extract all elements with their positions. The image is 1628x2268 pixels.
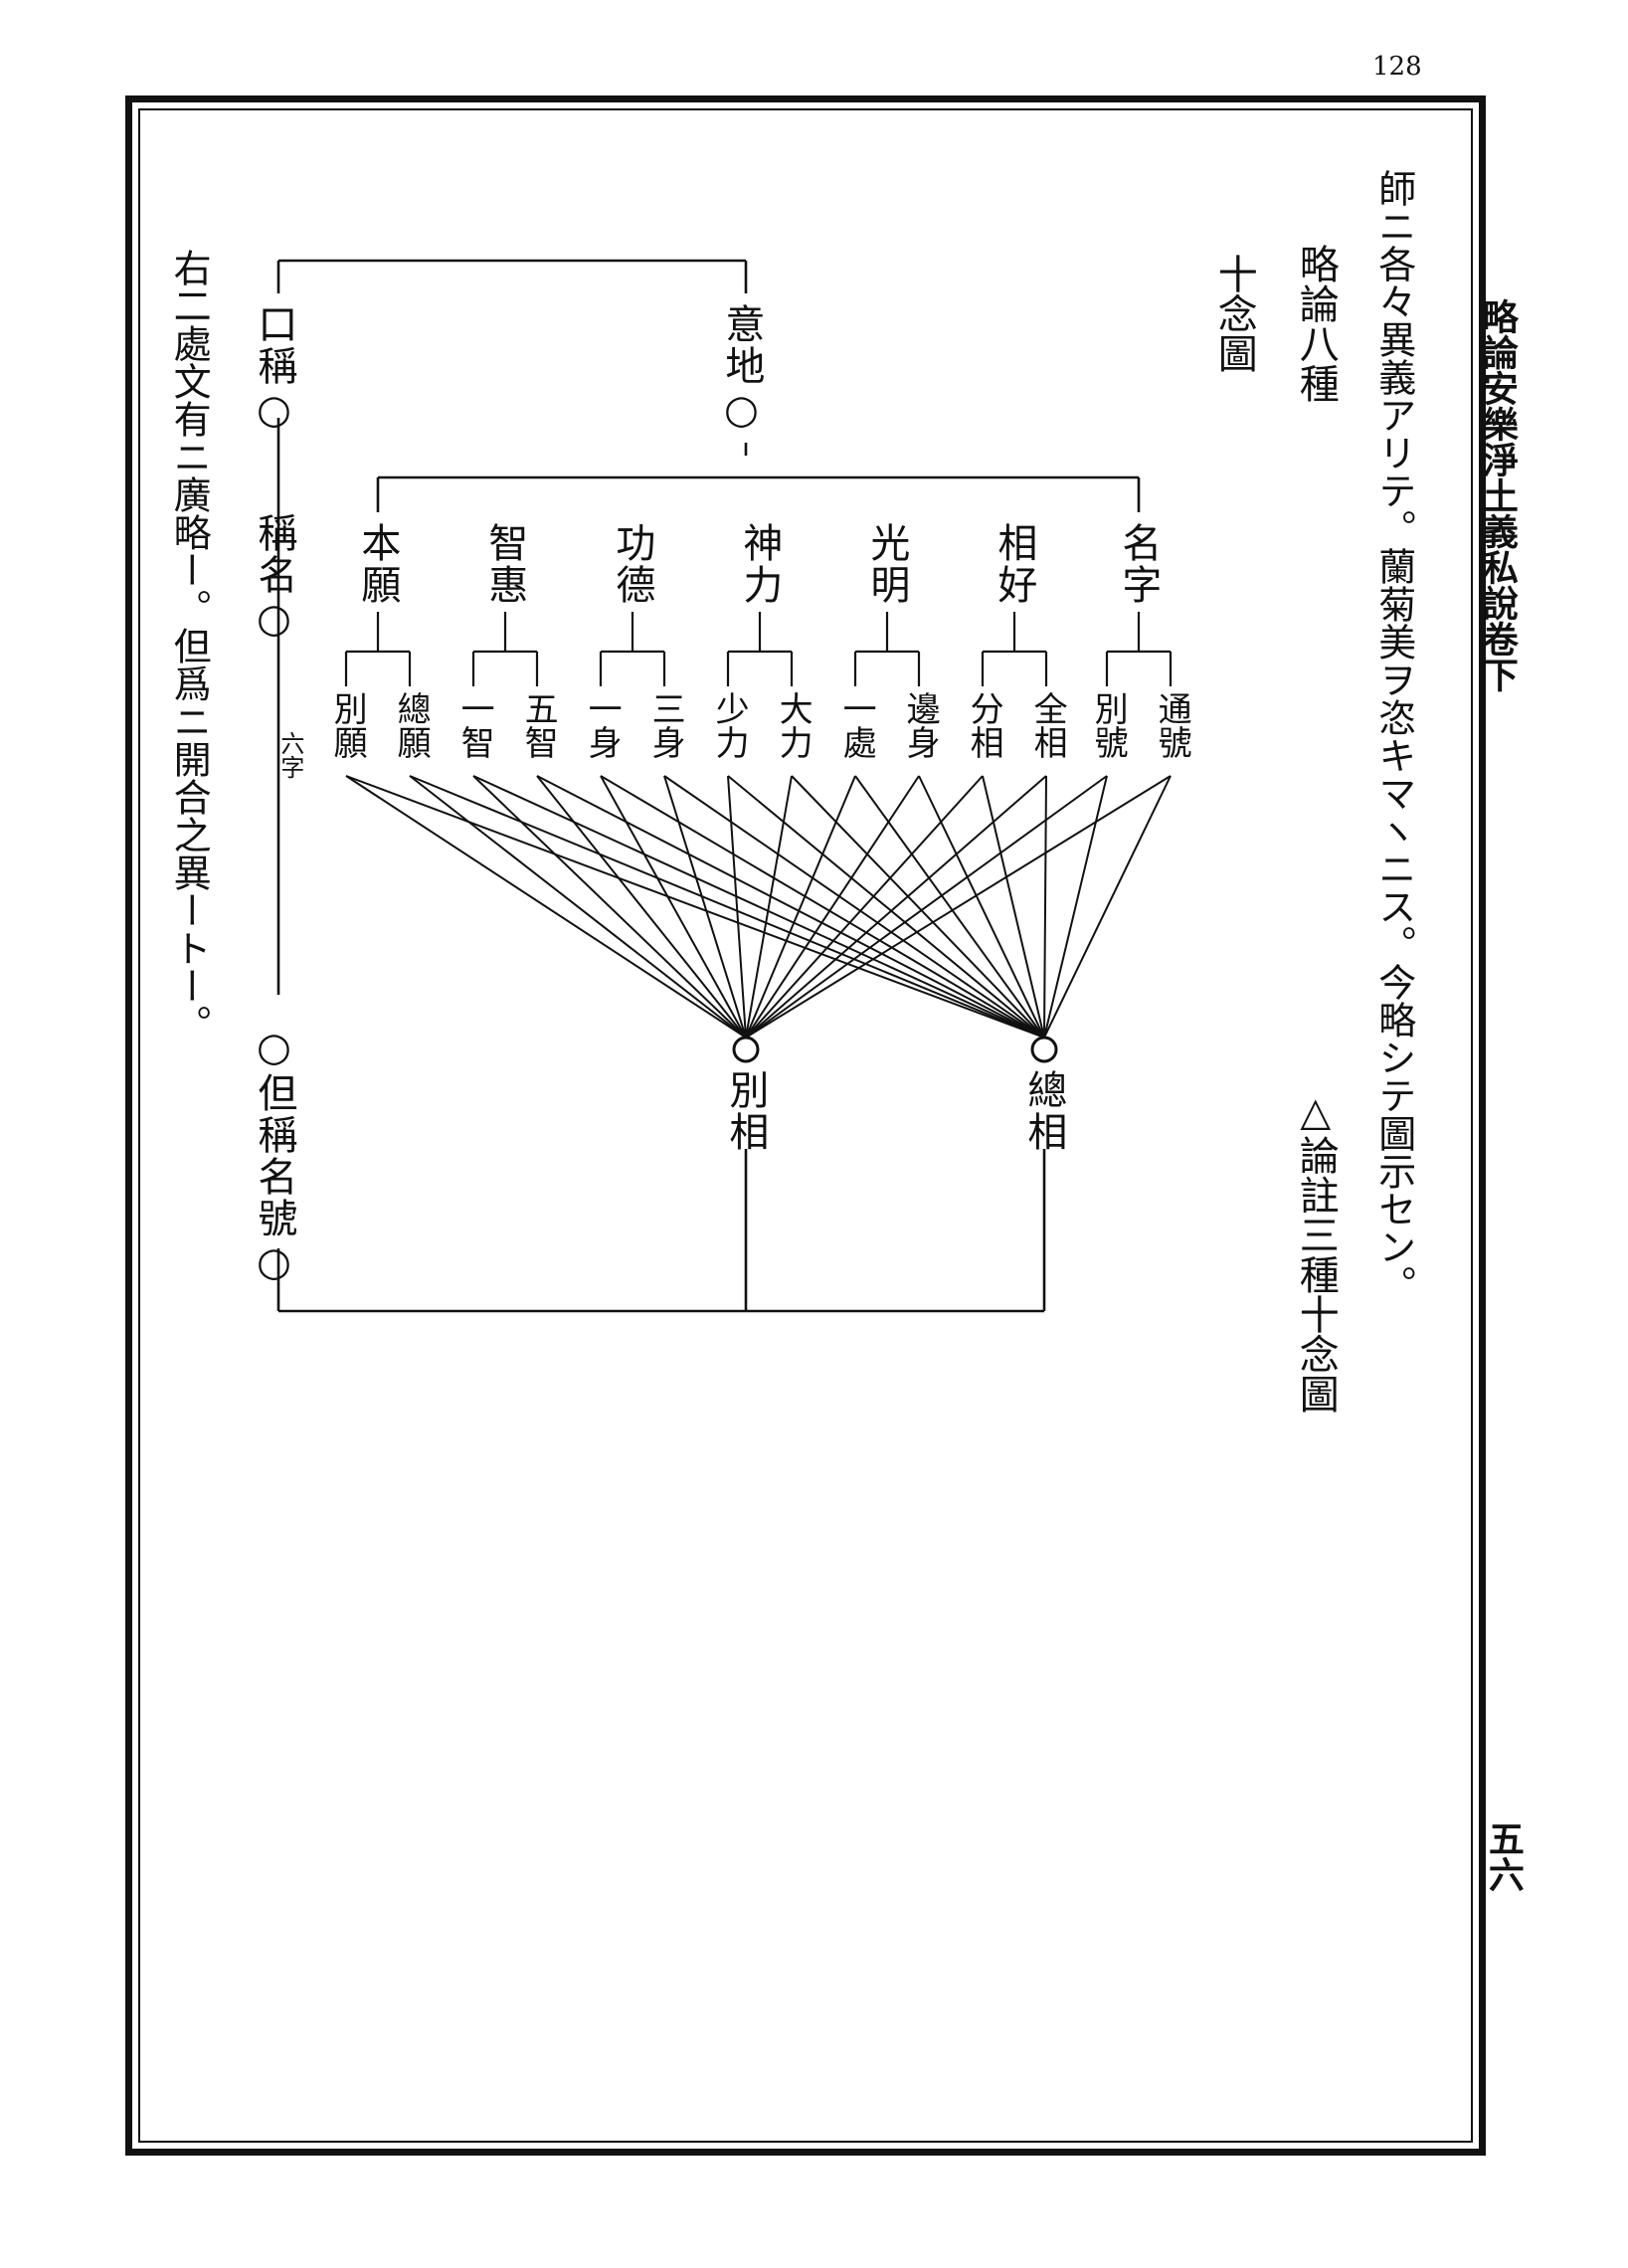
page-frame-inner <box>138 108 1473 2143</box>
link-to-soso <box>1043 775 1108 1039</box>
link-to-soso <box>982 775 1045 1039</box>
text-line-4: 右二處文有ニ廣略ー。但爲ニ開合之異ートー。 <box>167 249 212 1042</box>
link-to-soso <box>727 775 1045 1039</box>
link-to-betsuso <box>745 775 920 1039</box>
leaf-node: 邊身 <box>900 691 941 759</box>
category-bracket <box>1105 612 1173 686</box>
link-to-soso <box>663 775 1045 1039</box>
link-to-soso <box>472 775 1045 1039</box>
leaf-node: 五智 <box>518 691 559 759</box>
link-to-betsuso <box>745 775 1047 1039</box>
link-to-betsuso <box>745 775 1172 1039</box>
folio-number: 五六 <box>1482 1820 1525 1892</box>
link-to-betsuso <box>745 775 793 1039</box>
leaf-node: 大力 <box>773 691 814 759</box>
category-node: 本願 <box>354 522 401 606</box>
category-node: 神力 <box>736 522 783 606</box>
leaf-node: 一智 <box>454 691 495 759</box>
leaf-node: 總願 <box>391 691 432 759</box>
link-to-betsuso <box>472 775 747 1039</box>
link-to-betsuso <box>745 775 856 1039</box>
root-node-kusho: 口稱○ <box>251 303 297 435</box>
text-line-1: 師ニ各々異義アリテ。蘭菊美ヲ恣キマヽニス。今略シテ圖示セン。 <box>1371 169 1416 1303</box>
leaf-node: 別願 <box>327 691 368 759</box>
category-bracket <box>853 612 921 686</box>
category-bracket <box>981 612 1048 686</box>
category-bracket <box>726 612 794 686</box>
note-six-characters: 六字 <box>275 731 304 779</box>
bottom-node-tan-shomyogo: ○但稱名號○ <box>251 1025 297 1287</box>
target-node-betsuso: 別相 <box>722 1069 769 1153</box>
category-bracket <box>471 612 539 686</box>
category-node: 智惠 <box>481 522 528 606</box>
leaf-node: 分相 <box>964 691 1004 759</box>
mid-node-shomyo: 稱名○ <box>251 512 297 644</box>
link-to-soso <box>1043 775 1047 1039</box>
leaf-node: 一身 <box>582 691 623 759</box>
link-to-betsuso <box>409 775 747 1039</box>
link-to-soso <box>791 775 1045 1039</box>
node-circle-betsuso <box>732 1036 760 1063</box>
leaf-node: 通號 <box>1152 691 1192 759</box>
link-to-betsuso <box>745 775 984 1039</box>
link-to-betsuso <box>745 775 1108 1039</box>
category-node: 名字 <box>1115 522 1162 606</box>
text-line-2-sub: △論註三種十念圖 <box>1292 1089 1339 1414</box>
page-frame-outer <box>125 95 1486 2156</box>
link-to-soso <box>600 775 1045 1039</box>
target-node-soso: 總相 <box>1020 1069 1067 1153</box>
link-to-soso <box>409 775 1045 1039</box>
link-to-betsuso <box>600 775 747 1039</box>
link-to-betsuso <box>536 775 747 1039</box>
category-node: 光明 <box>863 522 910 606</box>
leaf-node: 別號 <box>1088 691 1129 759</box>
text-line-3: 十念圖 <box>1210 254 1257 373</box>
link-to-soso <box>918 775 1045 1039</box>
link-to-betsuso <box>727 775 747 1039</box>
root-node-ichi: 意地○ <box>718 303 765 435</box>
category-node: 功德 <box>609 522 655 606</box>
leaf-node: 全相 <box>1027 691 1068 759</box>
link-to-soso <box>854 775 1045 1039</box>
leaf-node: 三身 <box>645 691 686 759</box>
link-to-soso <box>536 775 1045 1039</box>
category-bracket <box>344 612 412 686</box>
leaf-node: 一處 <box>836 691 877 759</box>
link-to-soso <box>345 775 1045 1039</box>
link-to-soso <box>1043 775 1172 1039</box>
node-circle-soso <box>1030 1036 1058 1063</box>
link-to-betsuso <box>663 775 747 1039</box>
category-bracket <box>599 612 666 686</box>
text-line-2-title: 略論八種 <box>1292 244 1339 403</box>
page-number: 128 <box>1372 52 1422 82</box>
running-header: 略論安樂淨土義私說卷下 <box>1476 298 1519 692</box>
link-to-betsuso <box>345 775 747 1039</box>
leaf-node: 少力 <box>709 691 750 759</box>
category-node: 相好 <box>991 522 1037 606</box>
